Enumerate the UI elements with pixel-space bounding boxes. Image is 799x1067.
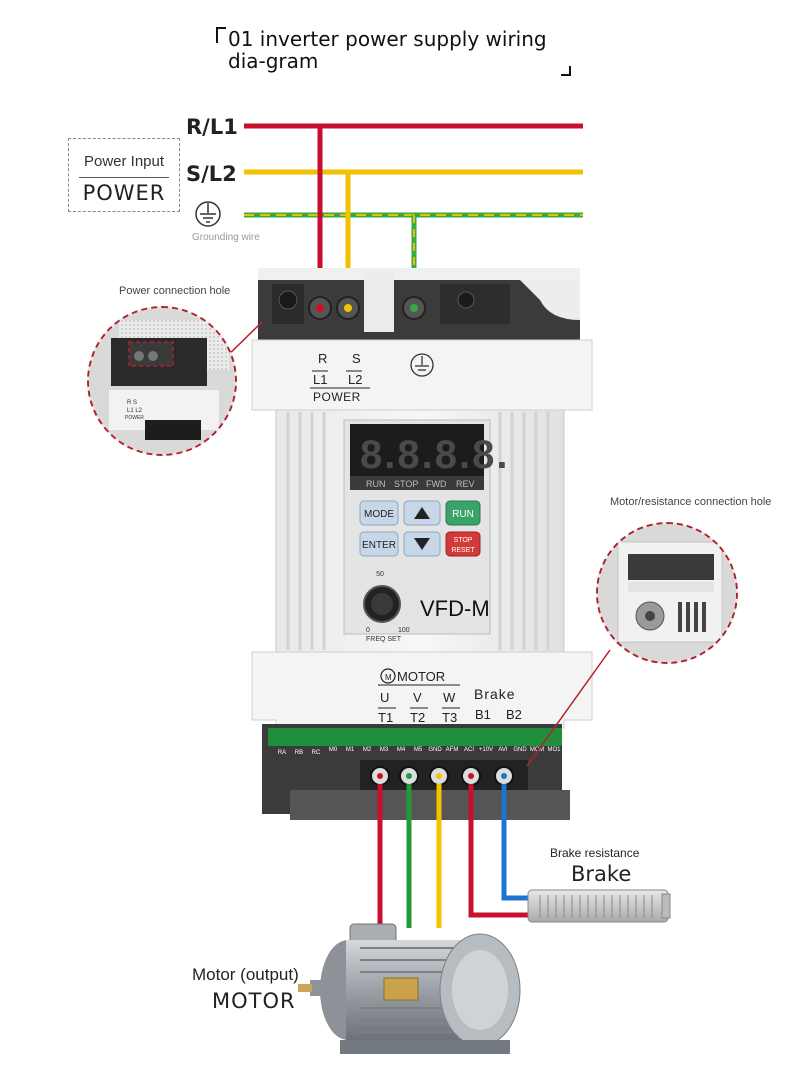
svg-text:M: M (385, 673, 392, 682)
down-arrow-icon (414, 538, 430, 550)
terminal-motor-label: MOTOR (397, 669, 445, 684)
power-label: POWER (82, 181, 166, 205)
freq-knob[interactable] (363, 585, 401, 623)
control-terminal-label: MO1 (547, 747, 561, 753)
power-input-label: Power Input (83, 153, 165, 170)
control-terminal-label: AFM (446, 747, 459, 753)
title-corner-mark (561, 66, 571, 76)
control-terminal-label: M2 (363, 747, 372, 753)
control-terminal-label: MCM (530, 747, 544, 753)
control-terminal-label: RC (312, 750, 321, 756)
digital-display: 8.8.8.8. (360, 433, 509, 477)
knob-max-label: 100 (398, 627, 410, 634)
title-corner-mark (216, 27, 226, 43)
up-arrow-icon (414, 507, 430, 519)
terminal-w-label: W (443, 690, 456, 705)
control-terminal-label: M1 (346, 747, 355, 753)
power-hole-callout: R S L1 L2 POWER (87, 306, 237, 456)
motor-hole-callout (596, 522, 738, 664)
stop-reset-button[interactable]: STOP RESET (445, 531, 481, 557)
mode-button[interactable]: MODE (359, 500, 399, 526)
up-button[interactable] (403, 500, 441, 526)
svg-text:RUN: RUN (452, 509, 474, 520)
control-terminal-label: M5 (414, 747, 423, 753)
brake-label: Brake (571, 862, 632, 886)
control-terminal-label: ACI (464, 747, 474, 753)
control-terminal-label: RB (295, 750, 303, 756)
terminal-u-label: U (380, 690, 389, 705)
brake-resistance-caption: Brake resistance (550, 846, 640, 860)
terminal-l2-label: L2 (348, 372, 362, 387)
svg-text:R S: R S (127, 400, 137, 406)
indicator-stop: STOP (394, 479, 418, 489)
terminal-power-label: POWER (313, 390, 361, 404)
motor-output-caption: Motor (output) (192, 965, 299, 984)
power-connection-hole-caption: Power connection hole (119, 285, 231, 297)
ground-symbol-icon (195, 201, 221, 227)
control-terminal-label: M3 (380, 747, 389, 753)
motor-illustration (298, 923, 521, 1054)
control-terminal-label: +10V (479, 747, 493, 753)
b2-brake-wire (501, 784, 530, 901)
knob-mid-label: 50 (376, 571, 384, 578)
terminal-t2-label: T2 (410, 710, 425, 725)
terminal-brake-label: Brake (474, 686, 516, 702)
knob-freq-set-label: FREQ SET (366, 636, 402, 643)
terminal-v-label: V (413, 690, 422, 705)
terminal-r-label: R (318, 351, 327, 366)
terminal-t3-label: T3 (442, 710, 457, 725)
r-l1-label: R/L1 (186, 115, 238, 139)
knob-min-label: 0 (366, 627, 370, 634)
svg-text:RESET: RESET (451, 547, 475, 554)
inverter-body (251, 268, 593, 820)
terminal-t1-label: T1 (378, 710, 393, 725)
control-terminal-label: RA (278, 750, 286, 756)
motor-resistance-hole-caption: Motor/resistance connection hole (610, 496, 772, 508)
svg-text:STOP: STOP (454, 537, 473, 544)
b1-brake-wire (468, 784, 530, 918)
s-l2-label: S/L2 (186, 162, 237, 186)
svg-text:POWER: POWER (125, 415, 144, 421)
motor-label: MOTOR (212, 989, 296, 1013)
down-button[interactable] (403, 531, 441, 557)
terminal-b1-label: B1 (475, 707, 491, 722)
grounding-wire-label: Grounding wire (192, 232, 260, 243)
diagram-title: 01 inverter power supply wiring dia-gram (228, 27, 547, 73)
indicator-fwd: FWD (426, 479, 447, 489)
svg-text:MODE: MODE (364, 509, 394, 520)
run-button[interactable]: RUN (445, 500, 481, 526)
motor-symbol-icon: M (380, 668, 396, 684)
enter-button[interactable]: ENTER (359, 531, 399, 557)
svg-text:ENTER: ENTER (362, 540, 396, 551)
power-box-divider (79, 177, 169, 178)
model-label: VFD-M (420, 596, 490, 621)
control-terminal-label: AVI (498, 747, 508, 753)
terminal-l1-label: L1 (313, 372, 327, 387)
indicator-run: RUN (366, 479, 386, 489)
indicator-rev: REV (456, 479, 475, 489)
control-terminal-label: M0 (329, 747, 338, 753)
control-terminal-label: GND (428, 747, 442, 753)
terminal-s-label: S (352, 351, 361, 366)
control-terminal-label: GND (513, 747, 527, 753)
brake-resistor (527, 889, 671, 923)
terminal-b2-label: B2 (506, 707, 522, 722)
svg-text:L1 L2: L1 L2 (127, 408, 143, 414)
power-input-box: Power Input POWER (68, 138, 180, 212)
control-terminal-label: M4 (397, 747, 406, 753)
